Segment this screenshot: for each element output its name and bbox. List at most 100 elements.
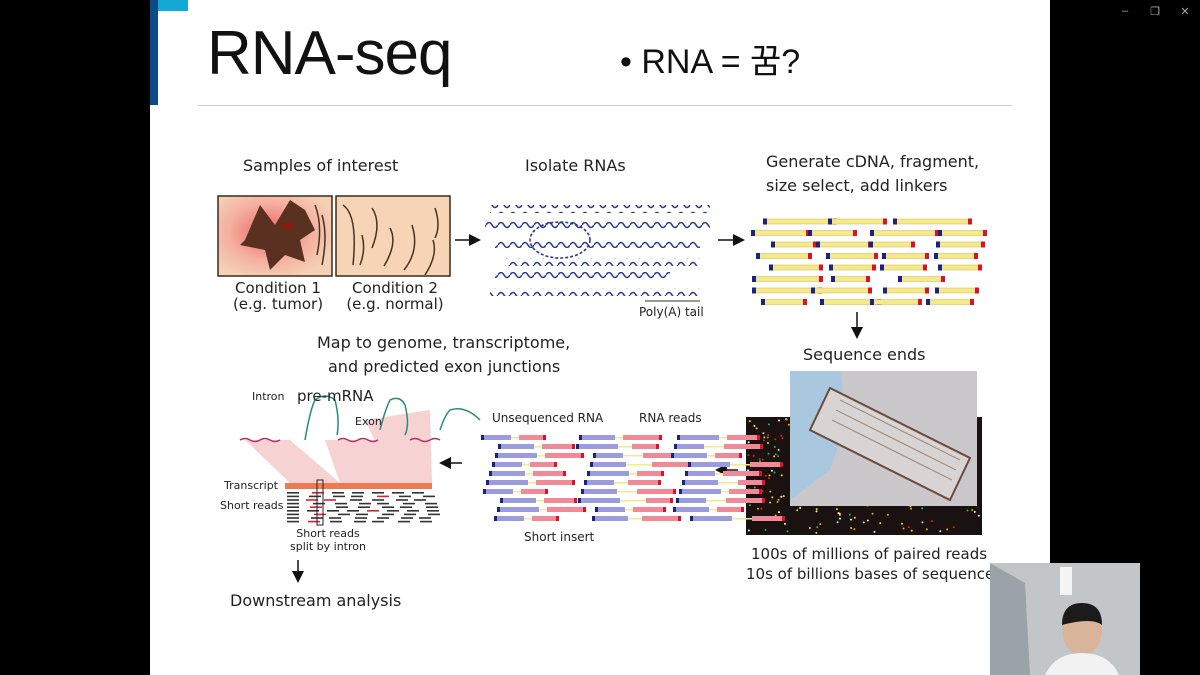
title-divider <box>198 105 1012 106</box>
insert <box>715 473 723 475</box>
short-read <box>338 513 350 516</box>
read-forward <box>678 498 706 503</box>
cluster-dot <box>879 522 882 525</box>
cdna-fragment <box>881 264 926 271</box>
map-heading-line1: Map to genome, transcriptome, <box>317 333 571 352</box>
read-reverse <box>652 462 690 467</box>
cluster-dot <box>773 471 776 474</box>
linker-red <box>656 444 659 449</box>
linker-red <box>663 507 666 512</box>
linker-blue <box>481 435 484 440</box>
cluster-dot <box>753 486 756 489</box>
short-read <box>403 502 415 505</box>
read-reverse <box>628 480 660 485</box>
short-read <box>287 492 299 494</box>
slide-title: RNA-seq <box>207 19 453 88</box>
linker-blue <box>483 489 486 494</box>
read-reverse <box>623 435 661 440</box>
cdna-fragment <box>764 218 836 225</box>
polya-label: Poly(A) tail <box>639 305 704 319</box>
cluster-dot <box>758 458 761 461</box>
cdna-fragment <box>827 253 877 259</box>
read-forward <box>594 516 628 521</box>
cluster-dot <box>780 434 783 437</box>
cluster-dot <box>925 528 928 531</box>
cluster-dot <box>757 507 760 510</box>
linker-blue <box>676 498 679 503</box>
isolate-heading: Isolate RNAs <box>525 156 626 175</box>
ceiling-light <box>1060 567 1072 595</box>
cdna-fragment <box>939 230 986 236</box>
cluster-dot <box>780 474 783 477</box>
read-reverse <box>642 516 680 521</box>
linker-red <box>803 299 807 305</box>
linker-red <box>819 276 823 282</box>
linker-red <box>556 516 559 521</box>
linker-red <box>659 435 662 440</box>
restore-button[interactable]: ❐ <box>1150 5 1160 18</box>
linker-blue <box>576 444 579 449</box>
cluster-dot <box>755 427 758 430</box>
read-forward <box>684 480 718 485</box>
cluster-dot <box>839 517 842 520</box>
linker-red <box>974 253 978 259</box>
cdna-fragment <box>939 264 981 271</box>
cluster-dot <box>921 507 924 510</box>
insert <box>615 437 623 439</box>
cluster-dot <box>766 436 769 439</box>
rna-reads-label: RNA reads <box>639 411 702 425</box>
linker-red <box>759 489 762 494</box>
linker-red <box>762 498 765 503</box>
linker-blue <box>690 516 693 521</box>
short-read <box>404 513 416 516</box>
short-read <box>313 502 325 505</box>
insert <box>707 455 715 457</box>
short-read <box>428 513 440 516</box>
read-reverse <box>715 453 741 458</box>
cluster-dot <box>752 454 755 457</box>
short-read <box>387 510 399 512</box>
insert <box>528 482 536 484</box>
linker-red <box>670 498 673 503</box>
short-read <box>354 520 366 523</box>
cdna-fragment <box>753 276 822 282</box>
read-forward <box>586 480 614 485</box>
linker-red <box>563 471 566 476</box>
unsequenced-rna-label: Unsequenced RNA <box>492 411 604 425</box>
cluster-dot <box>785 418 788 421</box>
cluster-dot <box>748 420 751 423</box>
cluster-dot <box>921 521 924 524</box>
cluster-dot <box>850 518 853 521</box>
samples-heading: Samples of interest <box>243 156 399 175</box>
short-read <box>377 502 389 505</box>
read-reverse <box>519 435 545 440</box>
cdna-fragment <box>753 287 821 294</box>
linker-red <box>759 471 762 476</box>
short-read <box>356 513 368 516</box>
minimize-button[interactable]: – <box>1121 5 1129 17</box>
read-forward <box>583 489 617 494</box>
linker-blue <box>761 299 765 305</box>
cluster-dot <box>771 496 774 499</box>
split-label-line1: Short reads <box>296 527 360 540</box>
linker-red <box>935 230 939 236</box>
short-read <box>412 492 424 494</box>
short-read <box>310 506 322 508</box>
cdna-fragment <box>772 241 816 248</box>
linker-blue <box>811 287 815 294</box>
linker-red <box>543 435 546 440</box>
close-button[interactable]: ✕ <box>1180 5 1190 18</box>
linker-red <box>673 489 676 494</box>
short-read <box>372 499 384 501</box>
linker-blue <box>688 462 691 467</box>
read-reverse <box>632 444 658 449</box>
cluster-dot <box>774 438 777 441</box>
short-read <box>367 510 379 512</box>
read-forward <box>580 498 620 503</box>
short-read <box>419 517 431 519</box>
short-read <box>314 513 326 516</box>
cluster-dot <box>761 458 764 461</box>
window-controls: – ❐ ✕ <box>1050 0 1200 22</box>
cluster-dot <box>777 448 780 451</box>
cluster-dot <box>848 513 851 516</box>
